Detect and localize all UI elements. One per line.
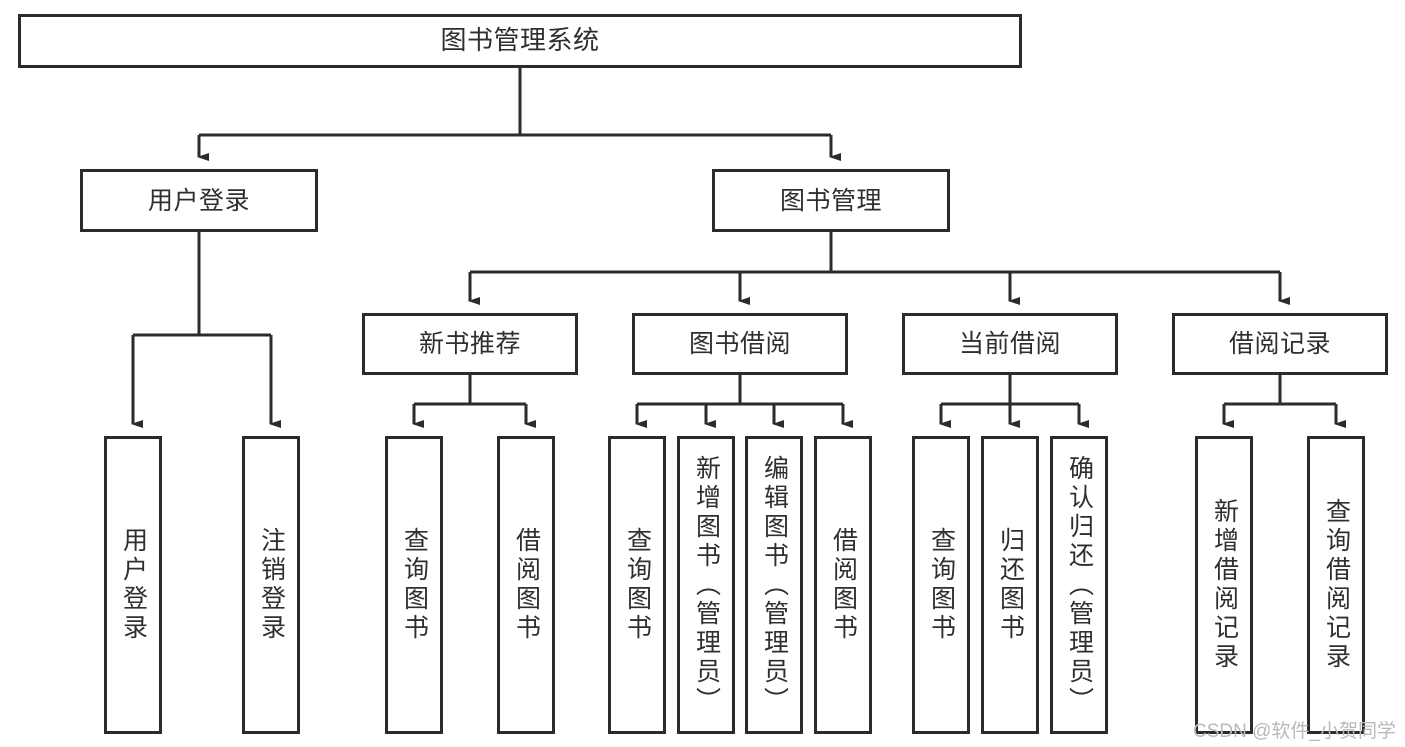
- node-leaf-query-book-3-label: 查询图书: [927, 527, 956, 643]
- node-leaf-query-record[interactable]: 查询借阅记录: [1307, 436, 1365, 734]
- node-leaf-query-record-label: 查询借阅记录: [1322, 498, 1351, 672]
- node-leaf-add-record[interactable]: 新增借阅记录: [1195, 436, 1253, 734]
- node-leaf-confirm-return-label: 确认归还（管理员）: [1065, 454, 1094, 716]
- node-leaf-query-book-3[interactable]: 查询图书: [912, 436, 970, 734]
- node-leaf-add-book[interactable]: 新增图书（管理员）: [677, 436, 735, 734]
- node-leaf-logout[interactable]: 注销登录: [242, 436, 300, 734]
- node-leaf-user-login-label: 用户登录: [119, 527, 148, 643]
- node-borrow-record-label: 借阅记录: [1228, 330, 1331, 358]
- node-user-login-label: 用户登录: [147, 186, 250, 215]
- node-leaf-borrow-book-1-label: 借阅图书: [512, 527, 541, 643]
- node-book-borrow-label: 图书借阅: [688, 330, 791, 358]
- node-borrow-record[interactable]: 借阅记录: [1172, 313, 1388, 375]
- node-new-book-rec-label: 新书推荐: [418, 330, 521, 358]
- node-leaf-return-book[interactable]: 归还图书: [981, 436, 1039, 734]
- node-leaf-borrow-book-1[interactable]: 借阅图书: [497, 436, 555, 734]
- node-user-login[interactable]: 用户登录: [80, 169, 318, 232]
- node-leaf-borrow-book-2-label: 借阅图书: [829, 527, 858, 643]
- watermark: CSDN @软件_小贺同学: [1193, 721, 1396, 742]
- node-leaf-query-book-2[interactable]: 查询图书: [608, 436, 666, 734]
- node-leaf-add-record-label: 新增借阅记录: [1210, 498, 1239, 672]
- node-leaf-edit-book[interactable]: 编辑图书（管理员）: [745, 436, 803, 734]
- node-leaf-add-book-label: 新增图书（管理员）: [692, 454, 721, 716]
- node-leaf-logout-label: 注销登录: [257, 527, 286, 643]
- node-book-borrow[interactable]: 图书借阅: [632, 313, 848, 375]
- node-root[interactable]: 图书管理系统: [18, 14, 1022, 68]
- node-root-label: 图书管理系统: [440, 25, 600, 56]
- node-leaf-query-book-1-label: 查询图书: [400, 527, 429, 643]
- node-current-borrow-label: 当前借阅: [958, 330, 1061, 358]
- node-leaf-edit-book-label: 编辑图书（管理员）: [760, 454, 789, 716]
- node-leaf-borrow-book-2[interactable]: 借阅图书: [814, 436, 872, 734]
- node-book-manage[interactable]: 图书管理: [712, 169, 950, 232]
- node-leaf-return-book-label: 归还图书: [996, 527, 1025, 643]
- node-current-borrow[interactable]: 当前借阅: [902, 313, 1118, 375]
- node-leaf-confirm-return[interactable]: 确认归还（管理员）: [1050, 436, 1108, 734]
- node-leaf-query-book-2-label: 查询图书: [623, 527, 652, 643]
- node-leaf-user-login[interactable]: 用户登录: [104, 436, 162, 734]
- node-new-book-rec[interactable]: 新书推荐: [362, 313, 578, 375]
- node-book-manage-label: 图书管理: [779, 186, 882, 215]
- node-leaf-query-book-1[interactable]: 查询图书: [385, 436, 443, 734]
